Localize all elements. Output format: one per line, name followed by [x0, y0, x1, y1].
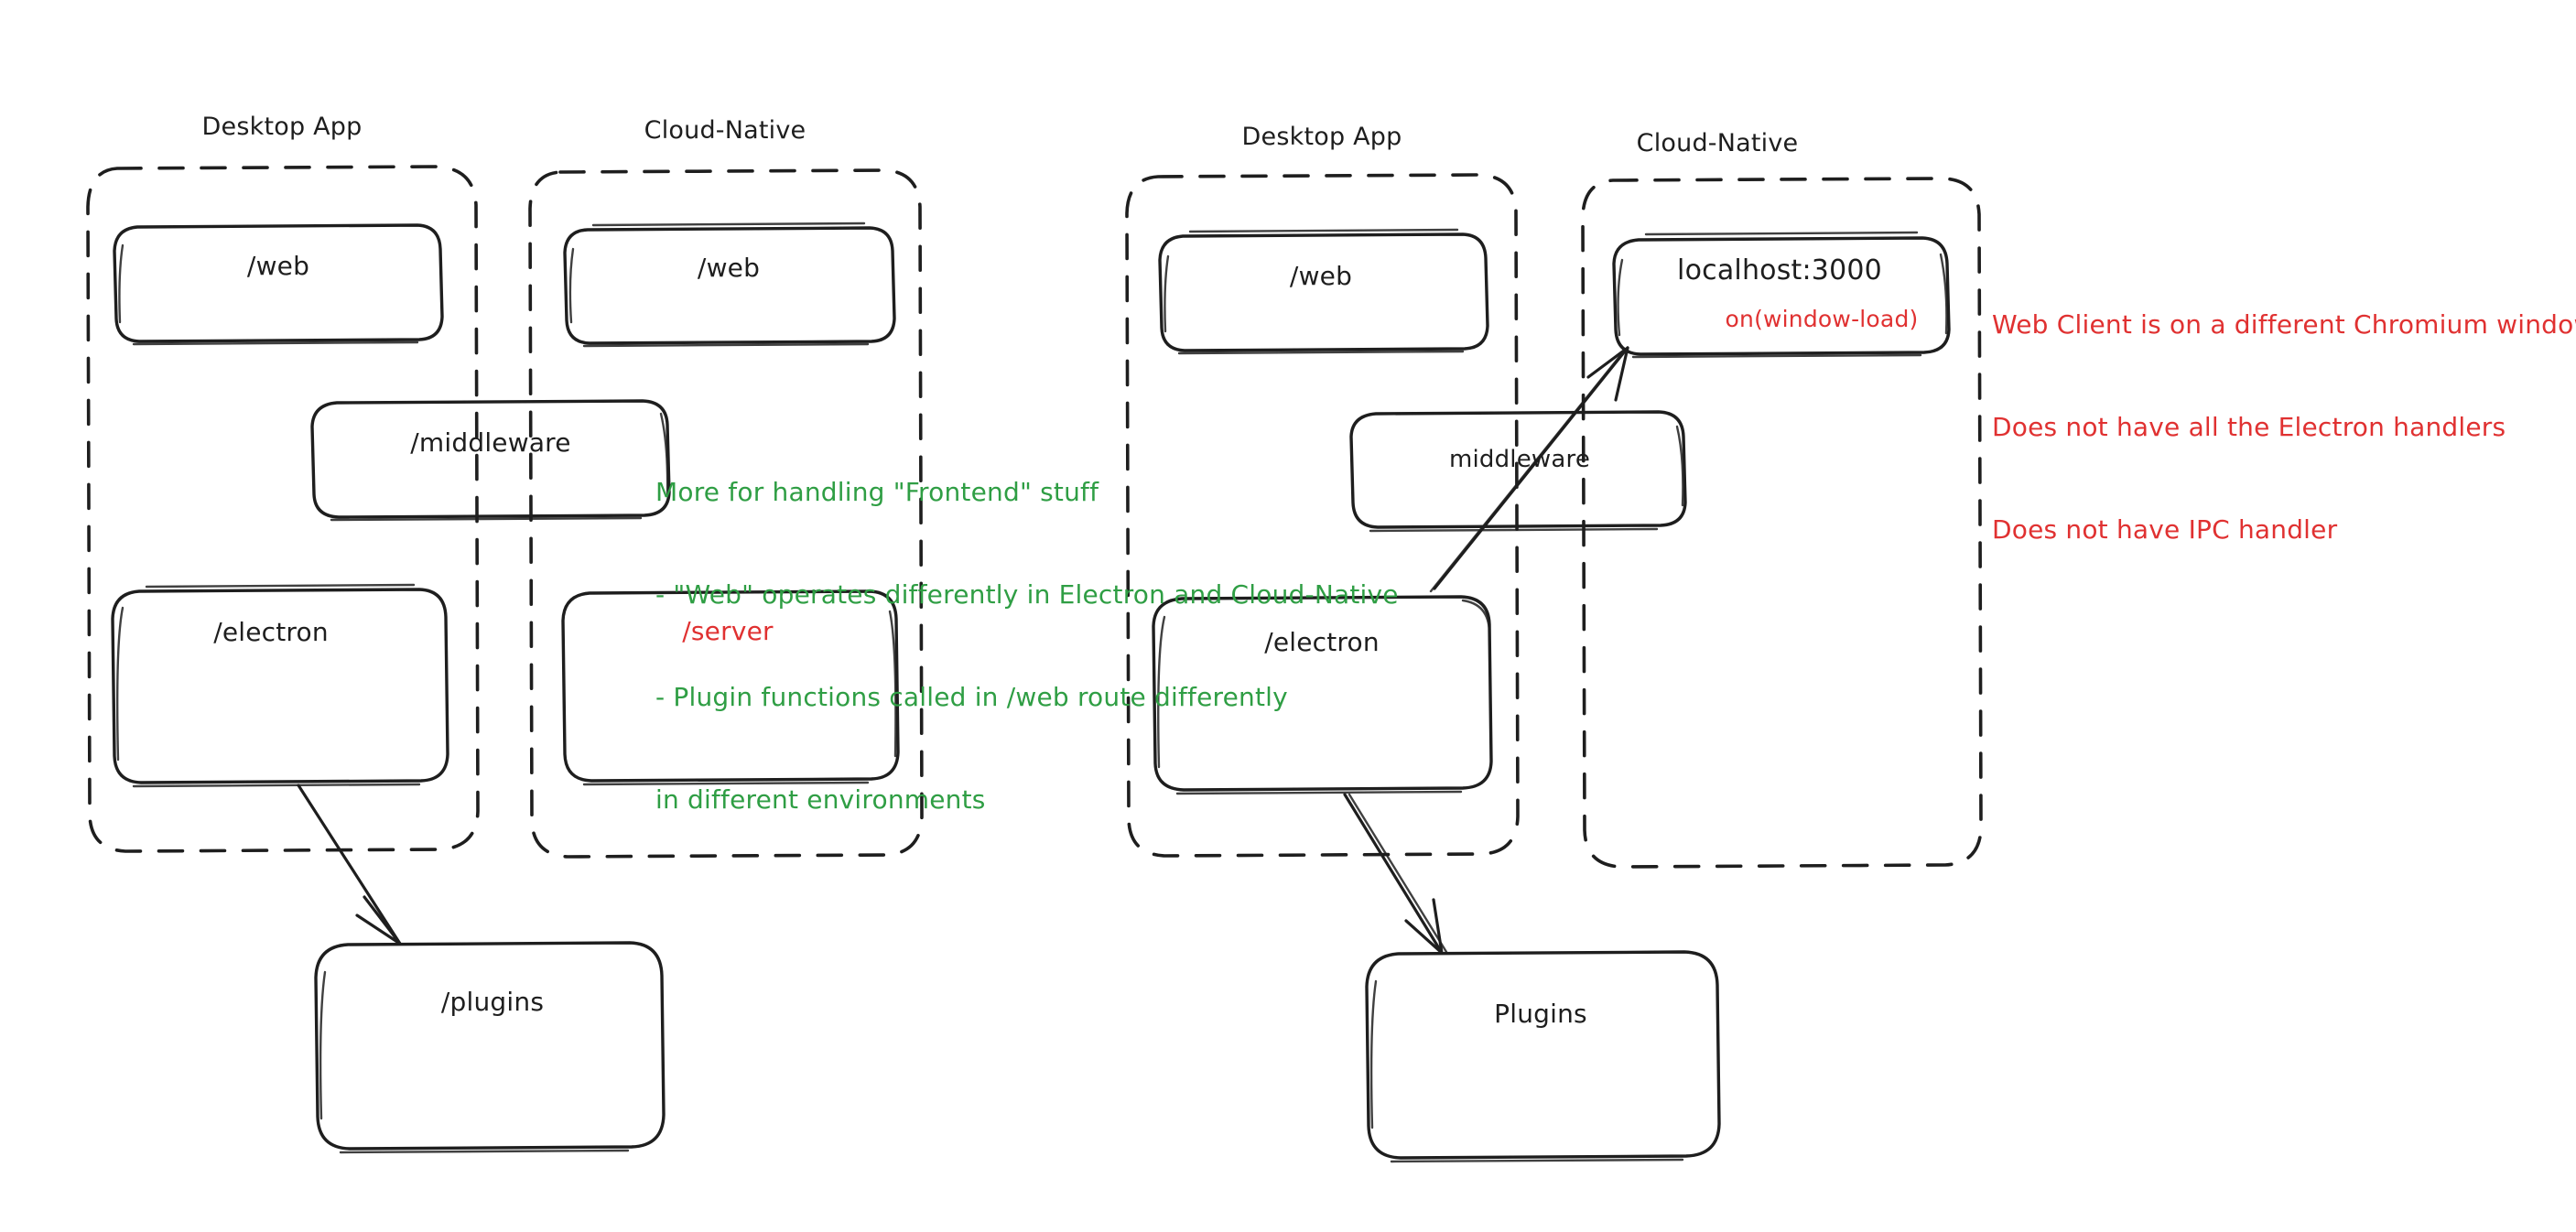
annotation-green-line-2: - "Web" operates differently in Electron… — [655, 579, 1399, 611]
annotation-red-note: Web Client is on a different Chromium wi… — [1992, 240, 2576, 615]
node-label-web-desktop-right: /web — [1289, 261, 1353, 291]
node-label-electron-left: /electron — [213, 617, 329, 647]
group-title-desktop-app-right: Desktop App — [1241, 123, 1402, 151]
annotation-green-line-1: More for handling "Frontend" stuff — [655, 477, 1099, 508]
group-title-cloud-native-right: Cloud-Native — [1636, 129, 1799, 157]
node-shape-electron-left — [111, 583, 449, 788]
node-label-electron-right: /electron — [1264, 627, 1380, 657]
annotation-green-line-3: - Plugin functions called in /web route … — [655, 681, 1288, 712]
node-shape-web-desktop-left — [113, 223, 444, 346]
node-label-middleware-right: middleware — [1448, 446, 1591, 473]
node-label-web-desktop-left: /web — [246, 251, 310, 281]
node-label-plugins-left: /plugins — [440, 987, 545, 1017]
node-sublabel-on-window-load: on(window-load) — [1725, 306, 1919, 332]
node-label-web-cloud-left: /web — [697, 253, 761, 283]
node-shape-localhost3000-right — [1612, 231, 1951, 359]
node-shape-middleware-left — [310, 399, 671, 522]
node-label-plugins-right: Plugins — [1494, 999, 1587, 1029]
annotation-red-line-3: Does not have IPC handler — [1992, 513, 2338, 545]
group-title-desktop-app-left: Desktop App — [201, 113, 363, 141]
group-title-cloud-native-left: Cloud-Native — [644, 116, 806, 145]
annotation-green-note: More for handling "Frontend" stuff - "We… — [655, 407, 1399, 884]
node-shape-plugins-left — [314, 941, 666, 1154]
node-label-middleware-left: /middleware — [410, 427, 571, 458]
annotation-green-line-4: in different environments — [655, 784, 986, 815]
annotation-red-line-2: Does not have all the Electron handlers — [1992, 412, 2506, 443]
node-label-server-left: /server — [682, 616, 774, 646]
edge-arrow-electron-to-plugins-left — [297, 784, 402, 946]
node-shape-web-cloud-left — [563, 222, 896, 348]
node-shape-plugins-right — [1365, 950, 1721, 1163]
annotation-red-line-1: Web Client is on a different Chromium wi… — [1992, 309, 2576, 340]
node-label-localhost3000: localhost:3000 — [1677, 254, 1882, 286]
